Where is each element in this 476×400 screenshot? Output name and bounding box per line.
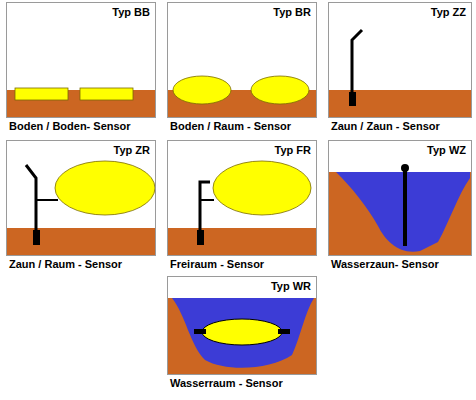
sensor-caption: Wasserzaun- Sensor [329,258,471,270]
ground-sensor-zone [15,88,68,100]
sensor-caption: Zaun / Zaun - Sensor [329,120,471,132]
type-title: Typ BR [168,3,316,18]
sensor-caption: Boden / Boden- Sensor [7,120,155,132]
ground [168,228,316,255]
pole-footing [197,230,204,245]
sensor-panel: Typ BRBoden / Raum - Sensor [167,2,317,118]
sensor-mount [278,329,290,334]
ground [168,298,316,374]
ground [7,228,155,255]
sensor-arm [36,199,58,201]
space-sensor-zone [55,161,155,215]
type-title: Typ ZZ [329,3,471,18]
ground-sensor-zone [80,88,133,100]
sensor-panel: Typ ZZZaun / Zaun - Sensor [328,2,472,118]
pole-cap [401,164,409,172]
type-title: Typ WR [168,277,316,292]
sensor-caption: Boden / Raum - Sensor [168,120,316,132]
water-pole [403,168,407,246]
water-sensor-zone [202,319,282,345]
ground [329,90,471,117]
sensor-panel: Typ BBBoden / Boden- Sensor [6,2,156,118]
type-title: Typ BB [7,3,155,18]
sensor-caption: Wasserraum - Sensor [168,377,316,389]
sensor-panel: Typ FRFreiraum - Sensor [167,140,317,256]
sensor-arm [200,199,214,201]
sensor-caption: Zaun / Raum - Sensor [7,258,155,270]
fence-pole [352,30,362,100]
space-sensor-zone [173,76,231,104]
ground [329,172,471,255]
fence-pole [26,165,36,240]
pole-footing [349,92,356,106]
type-title: Typ ZR [7,141,155,156]
sensor-mount [194,329,206,334]
space-sensor-zone [251,76,309,104]
type-title: Typ WZ [329,141,471,156]
sensor-caption: Freiraum - Sensor [168,258,316,270]
sensor-panel: Typ WRWasserraum - Sensor [167,276,317,375]
sensor-panel: Typ ZRZaun / Raum - Sensor [6,140,156,256]
pole-footing [33,230,40,245]
space-sensor-zone [213,161,311,215]
type-title: Typ FR [168,141,316,156]
water-body [172,298,314,368]
sensor-panel: Typ WZWasserzaun- Sensor [328,140,472,256]
